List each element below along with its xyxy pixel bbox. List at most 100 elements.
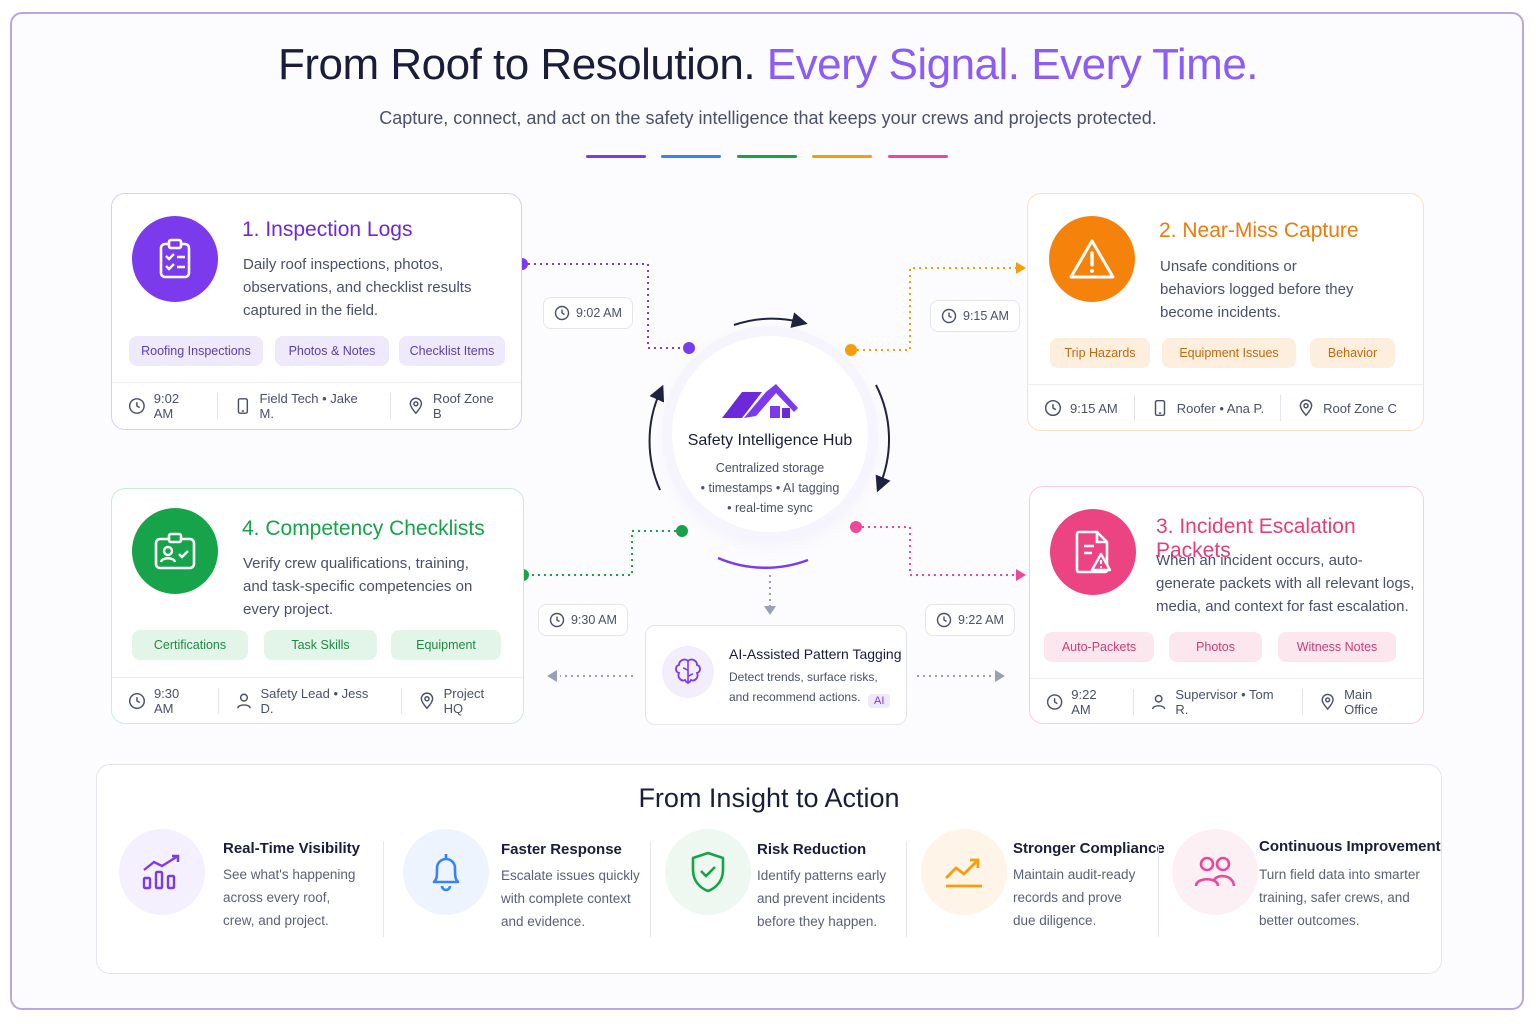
tag-chip[interactable]: Equipment Issues bbox=[1162, 338, 1296, 368]
title-primary: From Roof to Resolution. bbox=[277, 40, 756, 89]
user-icon bbox=[1152, 694, 1166, 710]
card-meta-row: 9:15 AM Roofer • Ana P. Roof Zone C bbox=[1028, 384, 1423, 431]
clock-icon bbox=[128, 692, 145, 710]
card-description: Unsafe conditions or behaviors logged be… bbox=[1160, 258, 1354, 321]
safety-intelligence-hub[interactable]: Safety Intelligence Hub Centralized stor… bbox=[672, 336, 868, 532]
ai-box-desc-line: Detect trends, surface risks, bbox=[729, 670, 878, 684]
hub-desc-line: • timestamps • AI tagging bbox=[700, 481, 840, 495]
meta-time-label: 9:02 AM bbox=[153, 391, 180, 421]
meta-time: 9:30 AM bbox=[112, 686, 218, 716]
incident-escalation-card[interactable]: 3. Incident Escalation Packets When an i… bbox=[1029, 486, 1424, 724]
tag-chip[interactable]: Auto-Packets bbox=[1044, 632, 1154, 662]
meta-person: Field Tech • Jake M. bbox=[216, 391, 391, 421]
tag-chip[interactable]: Task Skills bbox=[264, 630, 377, 660]
clock-icon bbox=[941, 308, 957, 324]
clock-icon bbox=[936, 612, 952, 628]
page-subtitle: Capture, connect, and act on the safety … bbox=[379, 108, 1157, 128]
document-warning-icon bbox=[1050, 509, 1136, 595]
meta-location: Roof Zone B bbox=[390, 391, 521, 421]
benefit-title: Continuous Improvement bbox=[1259, 838, 1441, 855]
warning-triangle-icon bbox=[1049, 216, 1135, 302]
card-meta-row: 9:22 AM Supervisor • Tom R. Main Office bbox=[1030, 678, 1423, 725]
connector-time-label: 9:15 AM bbox=[963, 309, 1009, 323]
card-title: 4. Competency Checklists bbox=[242, 517, 485, 540]
competency-checklists-card[interactable]: 4. Competency Checklists Verify crew qua… bbox=[111, 488, 524, 724]
tag-chip[interactable]: Photos bbox=[1169, 632, 1262, 662]
benefit-title: Risk Reduction bbox=[757, 841, 867, 858]
meta-time: 9:22 AM bbox=[1030, 687, 1133, 717]
tag-chip[interactable]: Certifications bbox=[132, 630, 248, 660]
phone-icon bbox=[237, 398, 248, 414]
tag-chip[interactable]: Equipment bbox=[391, 630, 501, 660]
benefit-title: Stronger Compliance bbox=[1013, 840, 1165, 857]
benefit-desc-line: Identify patterns early bbox=[757, 868, 887, 883]
divider bbox=[383, 841, 384, 937]
connector-time-inspection: 9:02 AM bbox=[543, 297, 633, 329]
card-description: Daily roof inspections, photos, observat… bbox=[243, 256, 472, 319]
clock-icon bbox=[128, 398, 145, 414]
tag-chip[interactable]: Photos & Notes bbox=[275, 336, 389, 366]
meta-person-label: Safety Lead • Jess D. bbox=[260, 686, 369, 716]
card-meta-row: 9:02 AM Field Tech • Jake M. Roof Zone B bbox=[112, 382, 521, 429]
insight-to-action-panel: From Insight to Action Real-Time Visibil… bbox=[96, 764, 1442, 974]
divider bbox=[906, 841, 907, 937]
benefit-desc-line: before they happen. bbox=[757, 914, 878, 929]
people-icon bbox=[1172, 829, 1258, 915]
tag-chip[interactable]: Trip Hazards bbox=[1050, 338, 1150, 368]
title-accent: Every Signal. Every Time. bbox=[766, 40, 1259, 89]
inspection-logs-card[interactable]: 1. Inspection Logs Daily roof inspection… bbox=[111, 193, 522, 430]
color-dash-blue bbox=[661, 155, 721, 158]
meta-person: Safety Lead • Jess D. bbox=[217, 686, 401, 716]
ai-box-desc-line: and recommend actions. bbox=[729, 690, 861, 704]
tag-chip[interactable]: Roofing Inspections bbox=[129, 336, 263, 366]
benefit-desc-line: training, safer crews, and bbox=[1259, 890, 1410, 905]
clock-icon bbox=[549, 612, 565, 628]
bell-icon bbox=[403, 829, 489, 915]
benefit-title: Faster Response bbox=[501, 841, 622, 858]
connector-time-label: 9:02 AM bbox=[576, 306, 622, 320]
benefit-desc-line: See what's happening bbox=[223, 867, 356, 882]
id-badge-icon bbox=[132, 508, 218, 594]
meta-time-label: 9:30 AM bbox=[153, 686, 180, 716]
location-pin-icon bbox=[420, 692, 433, 710]
tag-chip[interactable]: Witness Notes bbox=[1278, 632, 1396, 662]
benefit-desc-line: Turn field data into smarter bbox=[1259, 867, 1420, 882]
tag-chip[interactable]: Behavior bbox=[1310, 338, 1395, 368]
location-pin-icon bbox=[409, 397, 423, 415]
color-dash-orange bbox=[812, 155, 872, 158]
trend-up-icon bbox=[921, 829, 1007, 915]
ai-box-title: AI-Assisted Pattern Tagging bbox=[729, 646, 902, 662]
meta-time: 9:15 AM bbox=[1028, 395, 1134, 421]
near-miss-card[interactable]: 2. Near-Miss Capture Unsafe conditions o… bbox=[1027, 193, 1424, 431]
benefit-desc-line: crew, and project. bbox=[223, 913, 329, 928]
tag-chip[interactable]: Checklist Items bbox=[399, 336, 505, 366]
connector-time-near-miss: 9:15 AM bbox=[930, 300, 1020, 332]
user-icon bbox=[236, 693, 251, 709]
connector-time-label: 9:22 AM bbox=[958, 613, 1004, 627]
color-dash-green bbox=[737, 155, 797, 158]
benefit-description: Maintain audit-ready records and prove d… bbox=[1013, 863, 1163, 932]
meta-time-label: 9:22 AM bbox=[1071, 687, 1097, 717]
color-dash-purple bbox=[586, 155, 646, 158]
meta-location-label: Project HQ bbox=[443, 686, 485, 716]
benefit-desc-line: better outcomes. bbox=[1259, 913, 1360, 928]
location-pin-icon bbox=[1321, 693, 1334, 711]
hub-desc-line: Centralized storage bbox=[715, 461, 825, 475]
meta-location: Main Office bbox=[1301, 687, 1423, 717]
benefit-desc-line: records and prove bbox=[1013, 890, 1122, 905]
benefit-title: Real-Time Visibility bbox=[223, 840, 360, 857]
meta-person-label: Roofer • Ana P. bbox=[1176, 400, 1265, 416]
meta-person: Supervisor • Tom R. bbox=[1133, 687, 1302, 717]
clipboard-list-icon bbox=[132, 216, 218, 302]
meta-time: 9:02 AM bbox=[112, 391, 217, 421]
section-title: From Insight to Action bbox=[638, 783, 900, 813]
phone-icon bbox=[1154, 399, 1165, 417]
benefit-description: Identify patterns early and prevent inci… bbox=[757, 864, 907, 933]
card-title: 1. Inspection Logs bbox=[242, 218, 413, 241]
card-title: 3. Incident Escalation Packets bbox=[1156, 515, 1356, 562]
meta-person-label: Supervisor • Tom R. bbox=[1175, 687, 1274, 717]
card-title: 2. Near-Miss Capture bbox=[1159, 219, 1359, 242]
card-meta-row: 9:30 AM Safety Lead • Jess D. Project HQ bbox=[112, 677, 523, 724]
ai-pattern-tagging-box[interactable]: AI-Assisted Pattern Tagging Detect trend… bbox=[645, 625, 907, 725]
hub-description: Centralized storage • timestamps • AI ta… bbox=[672, 458, 868, 518]
